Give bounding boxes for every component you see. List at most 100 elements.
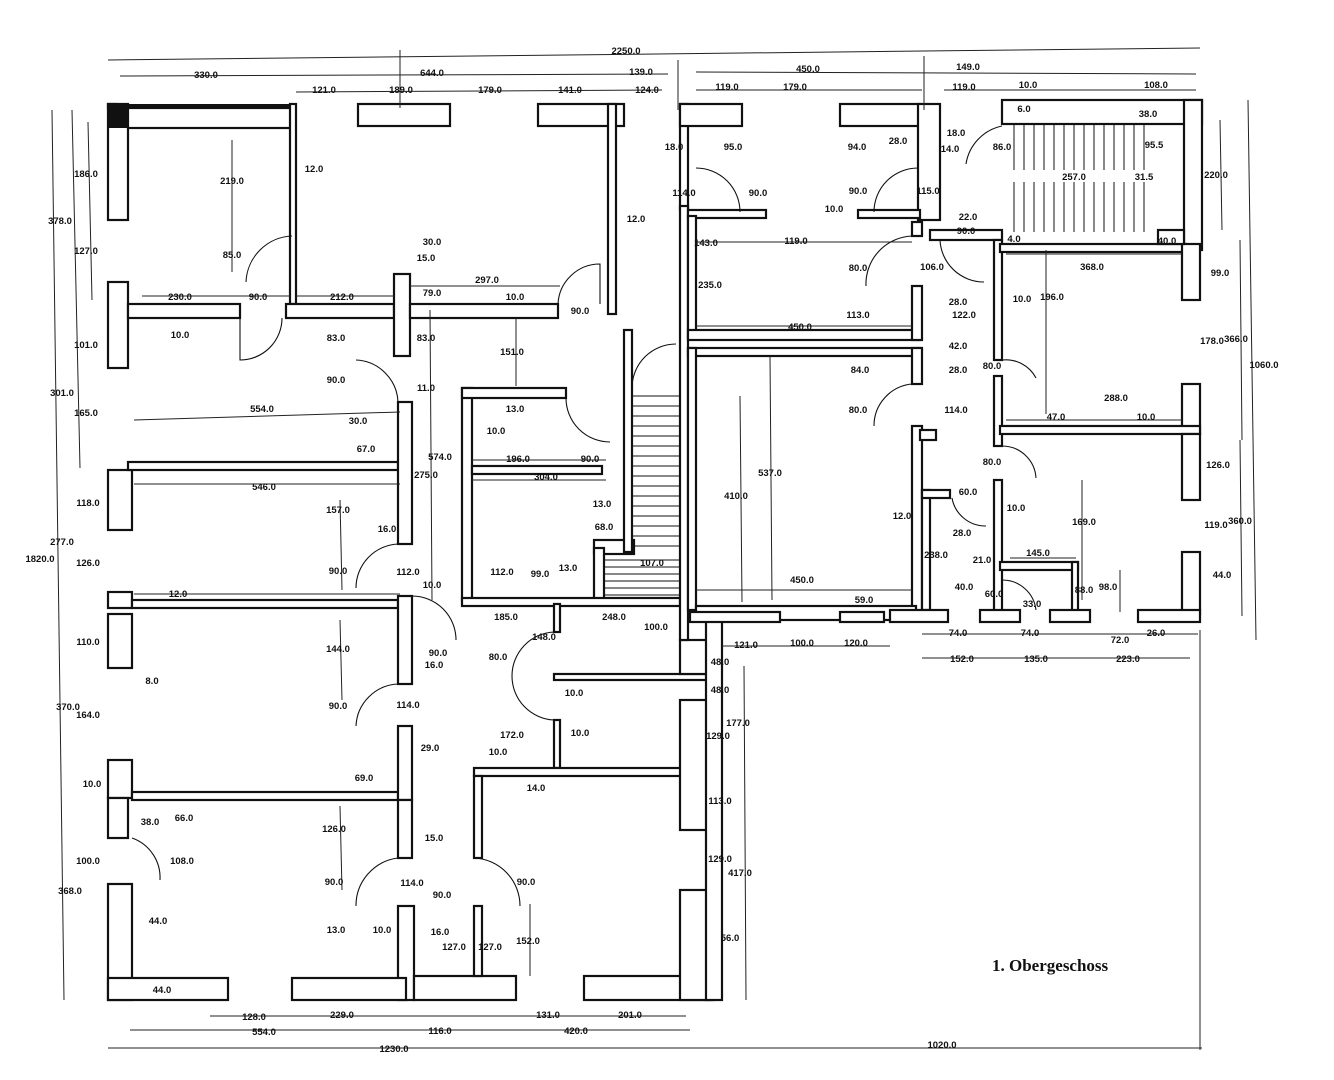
dimension-label: 10.0 — [1137, 412, 1156, 423]
dimension-label: 29.0 — [421, 743, 440, 754]
dimension-label: 90.0 — [517, 877, 536, 888]
dimension-label: 90.0 — [249, 292, 268, 303]
dimension-label: 38.0 — [141, 817, 160, 828]
dimension-label: 122.0 — [952, 310, 976, 321]
dimension-label: 33.0 — [1023, 599, 1042, 610]
dimension-label: 277.0 — [50, 537, 74, 548]
dimension-label: 74.0 — [1021, 628, 1040, 639]
dimension-label: 1020.0 — [927, 1040, 956, 1051]
dimension-label: 450.0 — [788, 322, 812, 333]
dimension-label: 177.0 — [726, 718, 750, 729]
dimension-label: 537.0 — [758, 468, 782, 479]
dimension-label: 48.0 — [711, 685, 730, 696]
dimension-label: 119.0 — [952, 82, 975, 93]
dimension-label: 84.0 — [851, 365, 870, 376]
dimension-label: 126.0 — [322, 824, 346, 835]
dimension-label: 85.0 — [223, 250, 242, 261]
dimension-label: 14.0 — [527, 783, 546, 794]
dimension-label: 6.0 — [1017, 104, 1030, 115]
dimension-label: 59.0 — [855, 595, 874, 606]
dimension-label: 189.0 — [389, 85, 413, 96]
dimension-label: 18.0 — [665, 142, 684, 153]
dimension-label: 21.0 — [973, 555, 992, 566]
dimension-label: 80.0 — [849, 263, 868, 274]
dimension-label: 15.0 — [425, 833, 444, 844]
dimension-label: 126.0 — [76, 558, 100, 569]
dimension-label: 301.0 — [50, 388, 74, 399]
dimension-label: 288.0 — [1104, 393, 1128, 404]
dimension-label: 546.0 — [252, 482, 276, 493]
dimension-label: 48.0 — [711, 657, 730, 668]
dimension-label: 201.0 — [618, 1010, 642, 1021]
dimension-label: 106.0 — [920, 262, 944, 273]
dimension-label: 179.0 — [478, 85, 502, 96]
dimension-label: 223.0 — [1116, 654, 1140, 665]
door-swings — [131, 125, 1037, 907]
dimension-label: 115.0 — [916, 186, 939, 197]
dimension-label: 44.0 — [1213, 570, 1232, 581]
dimension-label: 112.0 — [490, 567, 513, 578]
dimension-label: 60.0 — [959, 487, 978, 498]
dimension-label: 10.0 — [1019, 80, 1038, 91]
dimension-label: 80.0 — [983, 361, 1002, 372]
dimension-label: 366.0 — [1224, 334, 1248, 345]
dimension-label: 186.0 — [74, 169, 98, 180]
dimension-label: 113.0 — [846, 310, 869, 321]
dimension-label: 95.0 — [724, 142, 743, 153]
dimension-label: 220.0 — [1204, 170, 1228, 181]
dimension-label: 370.0 — [56, 702, 80, 713]
dimension-label: 410.0 — [724, 491, 748, 502]
dimension-label: 74.0 — [949, 628, 968, 639]
dimension-label: 114.0 — [400, 878, 423, 889]
dimension-label: 108.0 — [1144, 80, 1168, 91]
dimension-label: 30.0 — [423, 237, 442, 248]
dimension-label: 100.0 — [76, 856, 100, 867]
dimension-label: 118.0 — [76, 498, 99, 509]
dimension-label: 417.0 — [728, 868, 752, 879]
dimension-label: 10.0 — [423, 580, 442, 591]
dimension-label: 31.5 — [1135, 172, 1154, 183]
dimension-label: 16.0 — [378, 524, 397, 535]
dimension-label: 80.0 — [983, 457, 1002, 468]
dimension-label: 38.0 — [1139, 109, 1158, 120]
dimension-label: 11.0 — [417, 383, 435, 394]
dimension-label: 554.0 — [252, 1027, 276, 1038]
dimension-label: 10.0 — [373, 925, 392, 936]
dimension-label: 40.0 — [955, 582, 974, 593]
dimension-label: 90.0 — [957, 226, 976, 237]
dimension-label: 28.0 — [953, 528, 972, 539]
dimension-label: 151.0 — [500, 347, 524, 358]
dimension-label: 120.0 — [844, 638, 868, 649]
dimension-label: 127.0 — [442, 942, 466, 953]
dimension-label: 15.0 — [417, 253, 436, 264]
walls-right-wing — [678, 98, 1204, 642]
dimension-label: 1820.0 — [25, 554, 54, 565]
dimension-label: 4.0 — [1007, 234, 1020, 245]
dimension-label: 554.0 — [250, 404, 274, 415]
dimension-label: 10.0 — [571, 728, 590, 739]
dimension-label: 129.0 — [708, 854, 732, 865]
dimension-label: 101.0 — [74, 340, 98, 351]
dimension-label: 257.0 — [1062, 172, 1086, 183]
dimension-label: 13.0 — [506, 404, 525, 415]
dimension-label: 10.0 — [565, 688, 584, 699]
dimension-label: 10.0 — [489, 747, 508, 758]
dimension-label: 90.0 — [327, 375, 346, 386]
dimension-label: 98.0 — [1099, 582, 1118, 593]
dimension-label: 10.0 — [506, 292, 525, 303]
dimension-label: 230.0 — [168, 292, 192, 303]
dimension-label: 90.0 — [329, 566, 348, 577]
dimension-label: 56.0 — [721, 933, 740, 944]
dimension-label: 86.0 — [993, 142, 1012, 153]
dimension-label: 95.5 — [1145, 140, 1164, 151]
dimension-label: 212.0 — [330, 292, 354, 303]
dimension-label: 12.0 — [305, 164, 324, 175]
dimension-label: 107.0 — [640, 558, 664, 569]
dimension-label: 297.0 — [475, 275, 499, 286]
dimension-label: 368.0 — [1080, 262, 1104, 273]
dimension-label: 196.0 — [1040, 292, 1064, 303]
dimension-label: 129.0 — [706, 731, 730, 742]
dimension-label: 66.0 — [175, 813, 194, 824]
dimension-label: 128.0 — [242, 1012, 266, 1023]
